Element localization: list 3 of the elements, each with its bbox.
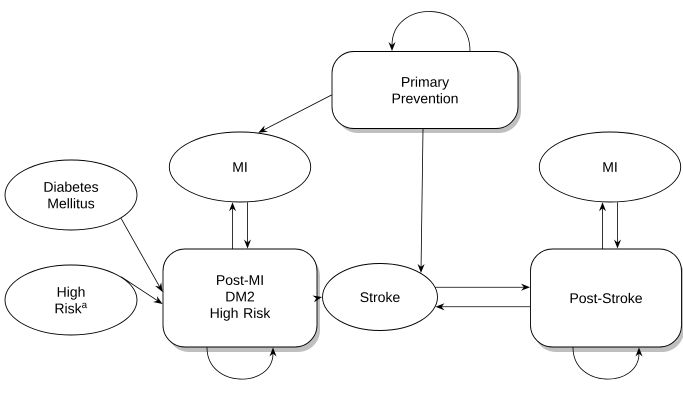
process-box: Post-MI DM2 High Risk bbox=[162, 248, 320, 352]
process-box: Primary Prevention bbox=[332, 51, 521, 133]
process-box: Post-Stroke bbox=[530, 248, 683, 352]
